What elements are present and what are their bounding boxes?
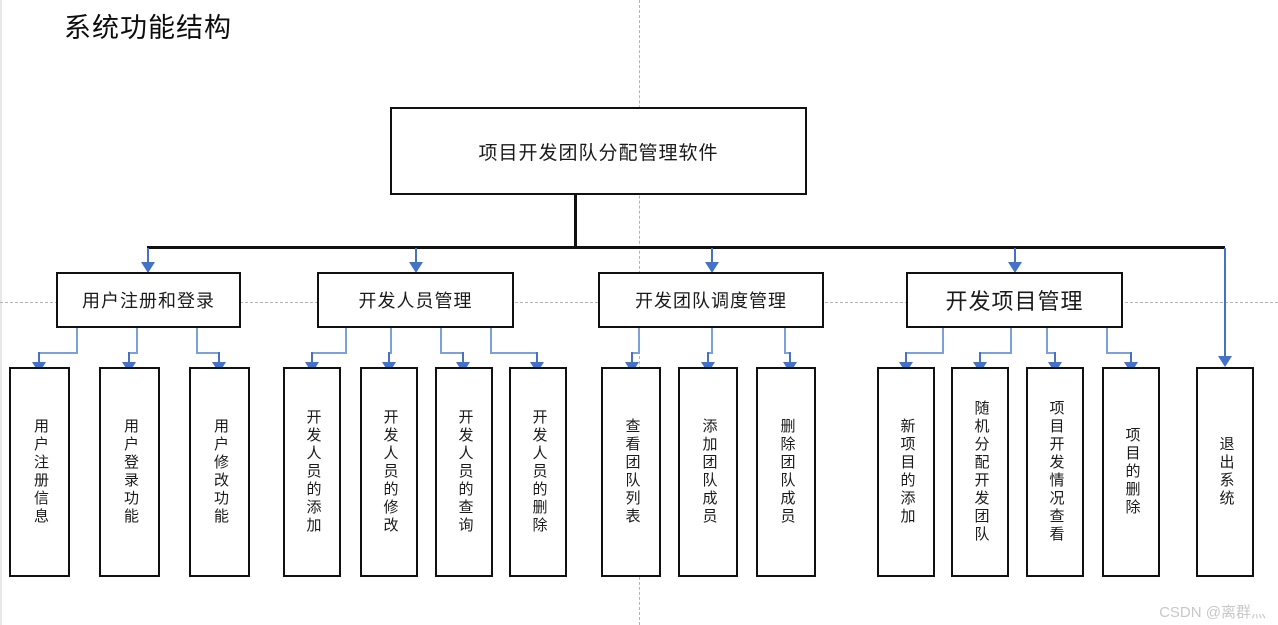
- trunk-drop-3: [711, 248, 713, 264]
- connector-1-2-stem: [136, 328, 138, 354]
- leaf-node-1-2[interactable]: 用户登录功能: [99, 367, 160, 577]
- connector-3-3-jog: [784, 352, 791, 354]
- connector-2-3-stem: [440, 328, 442, 354]
- leaf-node-4-1[interactable]: 新项目的添加: [877, 367, 935, 577]
- leaf-node-2-3[interactable]: 开发人员的查询: [435, 367, 493, 577]
- connector-2-2-stem: [390, 328, 392, 354]
- leaf-node-exit[interactable]: 退出系统: [1196, 367, 1254, 577]
- trunk-arrow-2: [409, 262, 423, 273]
- leaf-node-4-3-label: 项目开发情况查看: [1047, 400, 1064, 544]
- connector-1-2-jog: [128, 352, 138, 354]
- leaf-node-1-1-label: 用户注册信息: [32, 418, 48, 526]
- connector-1-3-jog: [196, 352, 220, 354]
- connector-3-2-jog: [707, 352, 713, 354]
- leaf-node-3-1-label: 查看团队列表: [623, 418, 640, 526]
- leaf-node-1-3[interactable]: 用户修改功能: [189, 367, 250, 577]
- leaf-node-3-3-label: 删除团队成员: [778, 418, 795, 526]
- trunk-drop-2: [415, 248, 417, 264]
- branch-node-2[interactable]: 开发人员管理: [317, 272, 514, 328]
- leaf-node-4-3[interactable]: 项目开发情况查看: [1026, 367, 1084, 577]
- connector-4-3-drop: [1054, 352, 1056, 364]
- connector-2-1-stem: [345, 328, 347, 354]
- leaf-node-4-2-label: 随机分配开发团队: [972, 400, 989, 544]
- connector-4-2-drop: [979, 352, 981, 364]
- leaf-node-3-2-label: 添加团队成员: [700, 418, 717, 526]
- connector-2-4-jog: [490, 352, 538, 354]
- branch-node-4-label: 开发项目管理: [945, 289, 1084, 314]
- connector-4-4-jog: [1106, 352, 1132, 354]
- connector-1-1-jog: [38, 352, 78, 354]
- connector-1-2-drop: [128, 352, 130, 364]
- leaf-node-3-2[interactable]: 添加团队成员: [678, 367, 738, 577]
- connector-3-1-stem: [638, 328, 640, 354]
- connector-3-1-jog: [631, 352, 640, 354]
- connector-2-4-stem: [490, 328, 492, 354]
- connector-1-1-drop: [38, 352, 40, 364]
- trunk-arrow-4: [1008, 262, 1022, 273]
- connector-2-4-drop: [536, 352, 538, 364]
- root-node[interactable]: 项目开发团队分配管理软件: [390, 107, 807, 195]
- leaf-node-2-3-label: 开发人员的查询: [456, 409, 473, 535]
- leaf-node-2-4-label: 开发人员的删除: [530, 409, 547, 535]
- page-title: 系统功能结构: [64, 13, 232, 43]
- connector-2-3-drop: [462, 352, 464, 364]
- connector-3-2-drop: [707, 352, 709, 364]
- leaf-node-1-3-label: 用户修改功能: [212, 418, 228, 526]
- trunk-bar: [147, 246, 1225, 249]
- branch-node-3-label: 开发团队调度管理: [635, 291, 787, 311]
- connector-3-3-drop: [789, 352, 791, 364]
- connector-4-3-jog: [1046, 352, 1056, 354]
- leaf-node-2-1[interactable]: 开发人员的添加: [283, 367, 341, 577]
- connector-2-1-drop: [311, 352, 313, 364]
- leaf-node-1-1[interactable]: 用户注册信息: [9, 367, 70, 577]
- trunk-stem: [574, 195, 577, 248]
- connector-2-2-drop: [388, 352, 390, 364]
- leaf-node-3-1[interactable]: 查看团队列表: [601, 367, 661, 577]
- connector-2-1-jog: [311, 352, 347, 354]
- connector-1-3-stem: [196, 328, 198, 354]
- connector-4-1-jog: [905, 352, 944, 354]
- trunk-drop-exit: [1224, 248, 1226, 358]
- connector-3-3-stem: [784, 328, 786, 354]
- connector-4-4-drop: [1130, 352, 1132, 364]
- trunk-arrow-1: [141, 262, 155, 273]
- leaf-node-4-1-label: 新项目的添加: [898, 418, 915, 526]
- branch-node-1-label: 用户注册和登录: [82, 291, 215, 311]
- leaf-node-1-2-label: 用户登录功能: [122, 418, 138, 526]
- leaf-node-2-1-label: 开发人员的添加: [304, 409, 321, 535]
- connector-2-3-jog: [440, 352, 464, 354]
- connector-4-4-stem: [1106, 328, 1108, 354]
- connector-4-2-jog: [979, 352, 1012, 354]
- leaf-node-2-4[interactable]: 开发人员的删除: [509, 367, 567, 577]
- connector-3-1-drop: [631, 352, 633, 364]
- csdn-watermark: CSDN @离群灬: [1159, 604, 1266, 621]
- branch-node-1[interactable]: 用户注册和登录: [56, 272, 241, 328]
- connector-4-2-stem: [1010, 328, 1012, 354]
- leaf-node-2-2[interactable]: 开发人员的修改: [360, 367, 418, 577]
- connector-4-1-drop: [905, 352, 907, 364]
- leaf-node-4-4[interactable]: 项目的删除: [1102, 367, 1160, 577]
- leaf-node-2-2-label: 开发人员的修改: [381, 409, 398, 535]
- leaf-node-exit-label: 退出系统: [1217, 436, 1234, 508]
- connector-4-1-stem: [942, 328, 944, 354]
- connector-3-2-stem: [711, 328, 713, 354]
- trunk-drop-4: [1014, 248, 1016, 264]
- page-left-edge: [0, 0, 2, 625]
- leaf-node-4-2[interactable]: 随机分配开发团队: [951, 367, 1009, 577]
- branch-node-3[interactable]: 开发团队调度管理: [598, 272, 824, 328]
- connector-4-3-stem: [1046, 328, 1048, 354]
- branch-node-4[interactable]: 开发项目管理: [906, 272, 1123, 328]
- branch-node-2-label: 开发人员管理: [358, 291, 473, 311]
- leaf-node-4-4-label: 项目的删除: [1123, 427, 1140, 517]
- connector-1-1-stem: [76, 328, 78, 354]
- trunk-arrow-exit: [1218, 356, 1232, 367]
- connector-2-2-jog: [388, 352, 392, 354]
- leaf-node-3-3[interactable]: 删除团队成员: [756, 367, 816, 577]
- root-node-label: 项目开发团队分配管理软件: [478, 142, 719, 164]
- trunk-arrow-3: [705, 262, 719, 273]
- trunk-drop-1: [147, 248, 149, 264]
- connector-1-3-drop: [218, 352, 220, 364]
